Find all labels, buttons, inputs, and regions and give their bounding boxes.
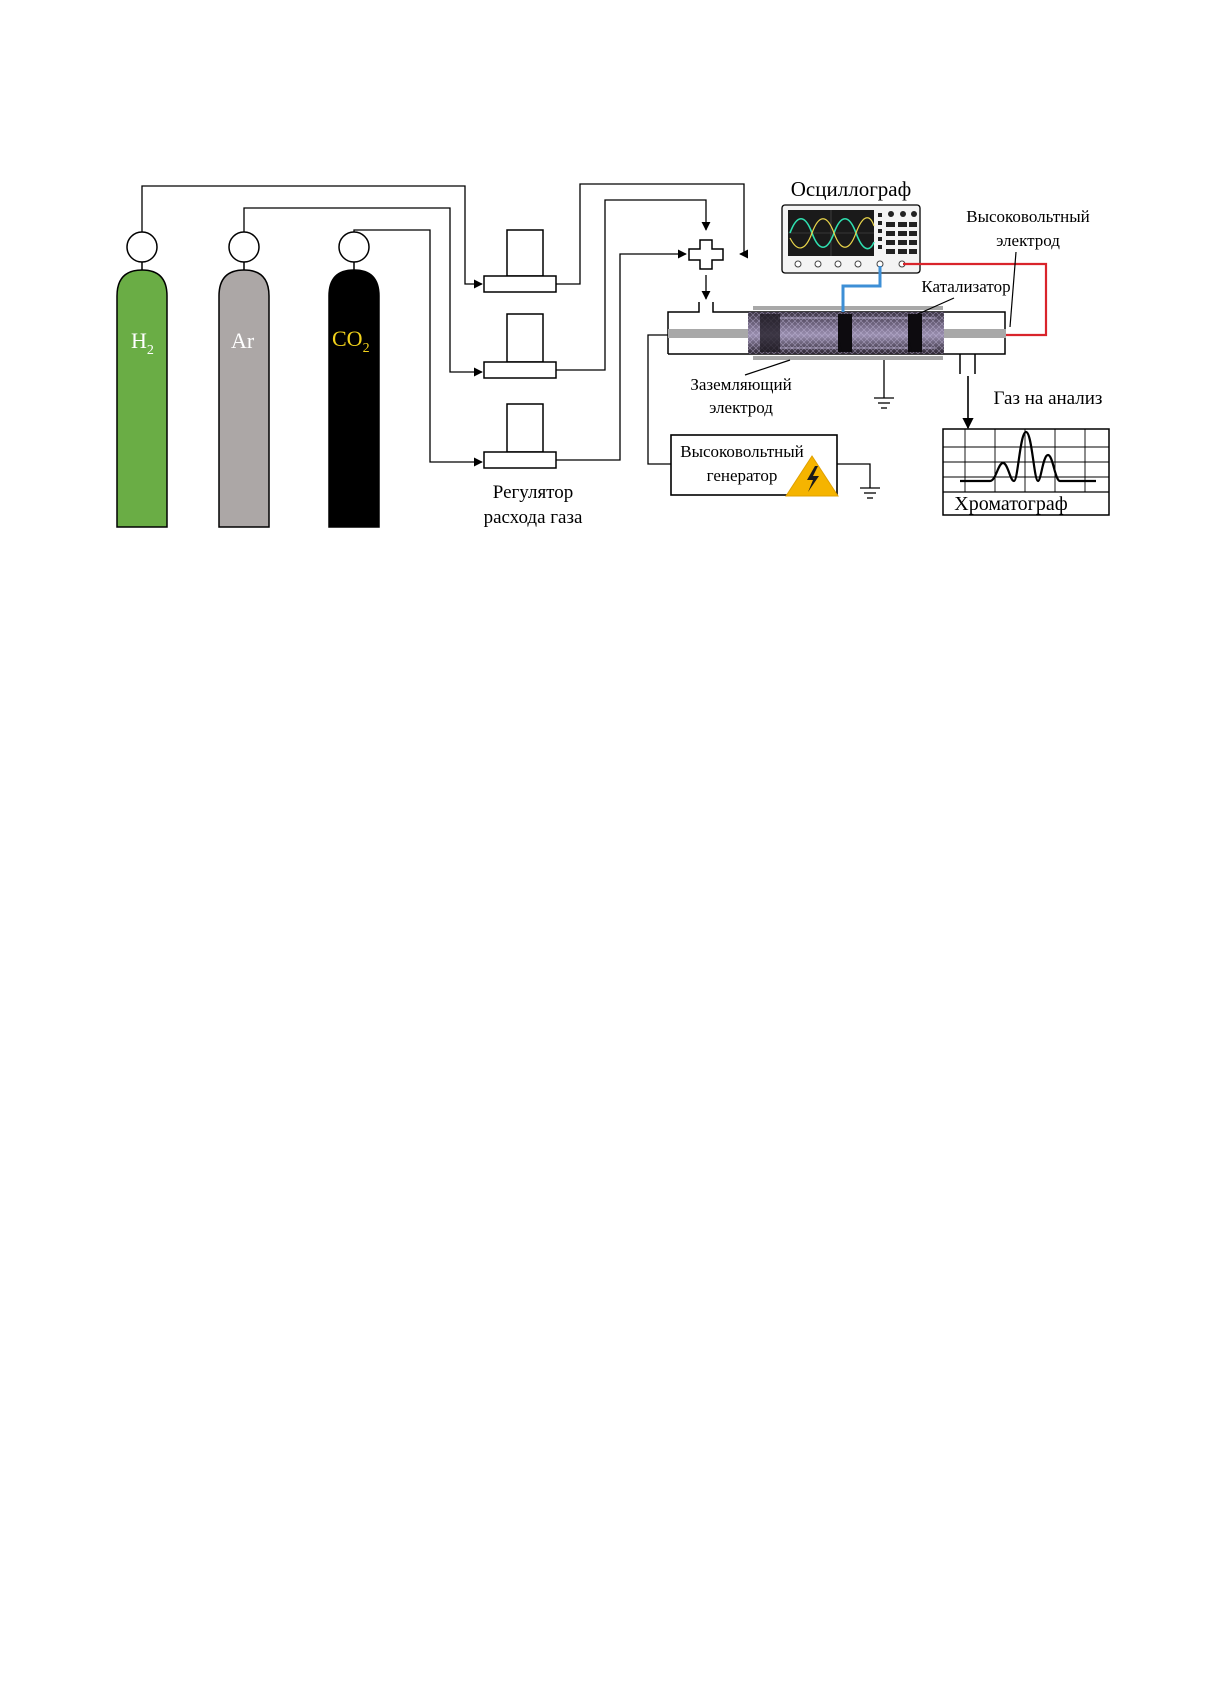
gas-to-analysis-label: Газ на анализ bbox=[994, 388, 1103, 409]
pressure-gauge-icon bbox=[126, 231, 158, 263]
hv-generator: Высоковольтный генератор bbox=[670, 434, 839, 497]
hv-electrode-label-line2: электрод bbox=[996, 231, 1060, 250]
generator-to-reactor-wire bbox=[647, 334, 671, 465]
gas-lines-to-regulators bbox=[141, 185, 483, 467]
catalyst-label: Катализатор bbox=[921, 277, 1010, 296]
cylinder-ar-label: Ar bbox=[231, 328, 255, 353]
flow-regulator-2 bbox=[483, 313, 557, 379]
ground-electrode-label-line1: Заземляющий bbox=[690, 375, 791, 394]
gas-lines-to-mixer bbox=[556, 183, 749, 461]
oscilloscope-waveform-yellow bbox=[789, 217, 875, 249]
oscilloscope-label: Осциллограф bbox=[791, 177, 911, 201]
gas-mixer-cross-icon bbox=[688, 239, 724, 270]
cylinder-co2-body bbox=[328, 269, 380, 528]
hv-generator-label-line1: Высоковольтный bbox=[680, 442, 804, 461]
pressure-gauge-icon bbox=[228, 231, 260, 263]
chromatogram-peaks bbox=[960, 430, 1096, 483]
cylinder-h2-body bbox=[116, 269, 168, 528]
cylinder-co2-label: CO2 bbox=[332, 326, 370, 356]
flow-regulator-3 bbox=[483, 403, 557, 469]
ground-symbol-icon bbox=[874, 397, 894, 409]
cylinder-ar-body bbox=[218, 269, 270, 528]
hv-generator-label-line2: генератор bbox=[707, 466, 778, 485]
flow-regulator-label-line2: расхода газа bbox=[484, 507, 583, 528]
ground-symbol-icon bbox=[860, 487, 880, 499]
chromatograph-device: Хроматограф bbox=[942, 428, 1110, 516]
cylinder-h2: H2 bbox=[116, 231, 168, 528]
oscilloscope-device bbox=[781, 204, 921, 274]
probe-wire-blue bbox=[841, 266, 882, 312]
chromatograph-label: Хроматограф bbox=[954, 493, 1067, 515]
hv-wire-red bbox=[903, 262, 1048, 337]
cylinder-h2-label: H2 bbox=[131, 328, 154, 358]
cylinder-ar: Ar bbox=[218, 231, 270, 528]
flow-regulator-1 bbox=[483, 229, 557, 293]
ground-electrode-label-line2: электрод bbox=[709, 398, 773, 417]
high-voltage-warning-icon bbox=[785, 455, 839, 497]
ground-electrode-strip bbox=[753, 356, 943, 360]
cylinder-co2: CO2 bbox=[328, 231, 380, 528]
pressure-gauge-icon bbox=[338, 231, 370, 263]
hv-electrode-label-line1: Высоковольтный bbox=[966, 207, 1090, 226]
flow-regulator-label-line1: Регулятор bbox=[493, 482, 573, 503]
plasma-reactor bbox=[667, 302, 1006, 409]
